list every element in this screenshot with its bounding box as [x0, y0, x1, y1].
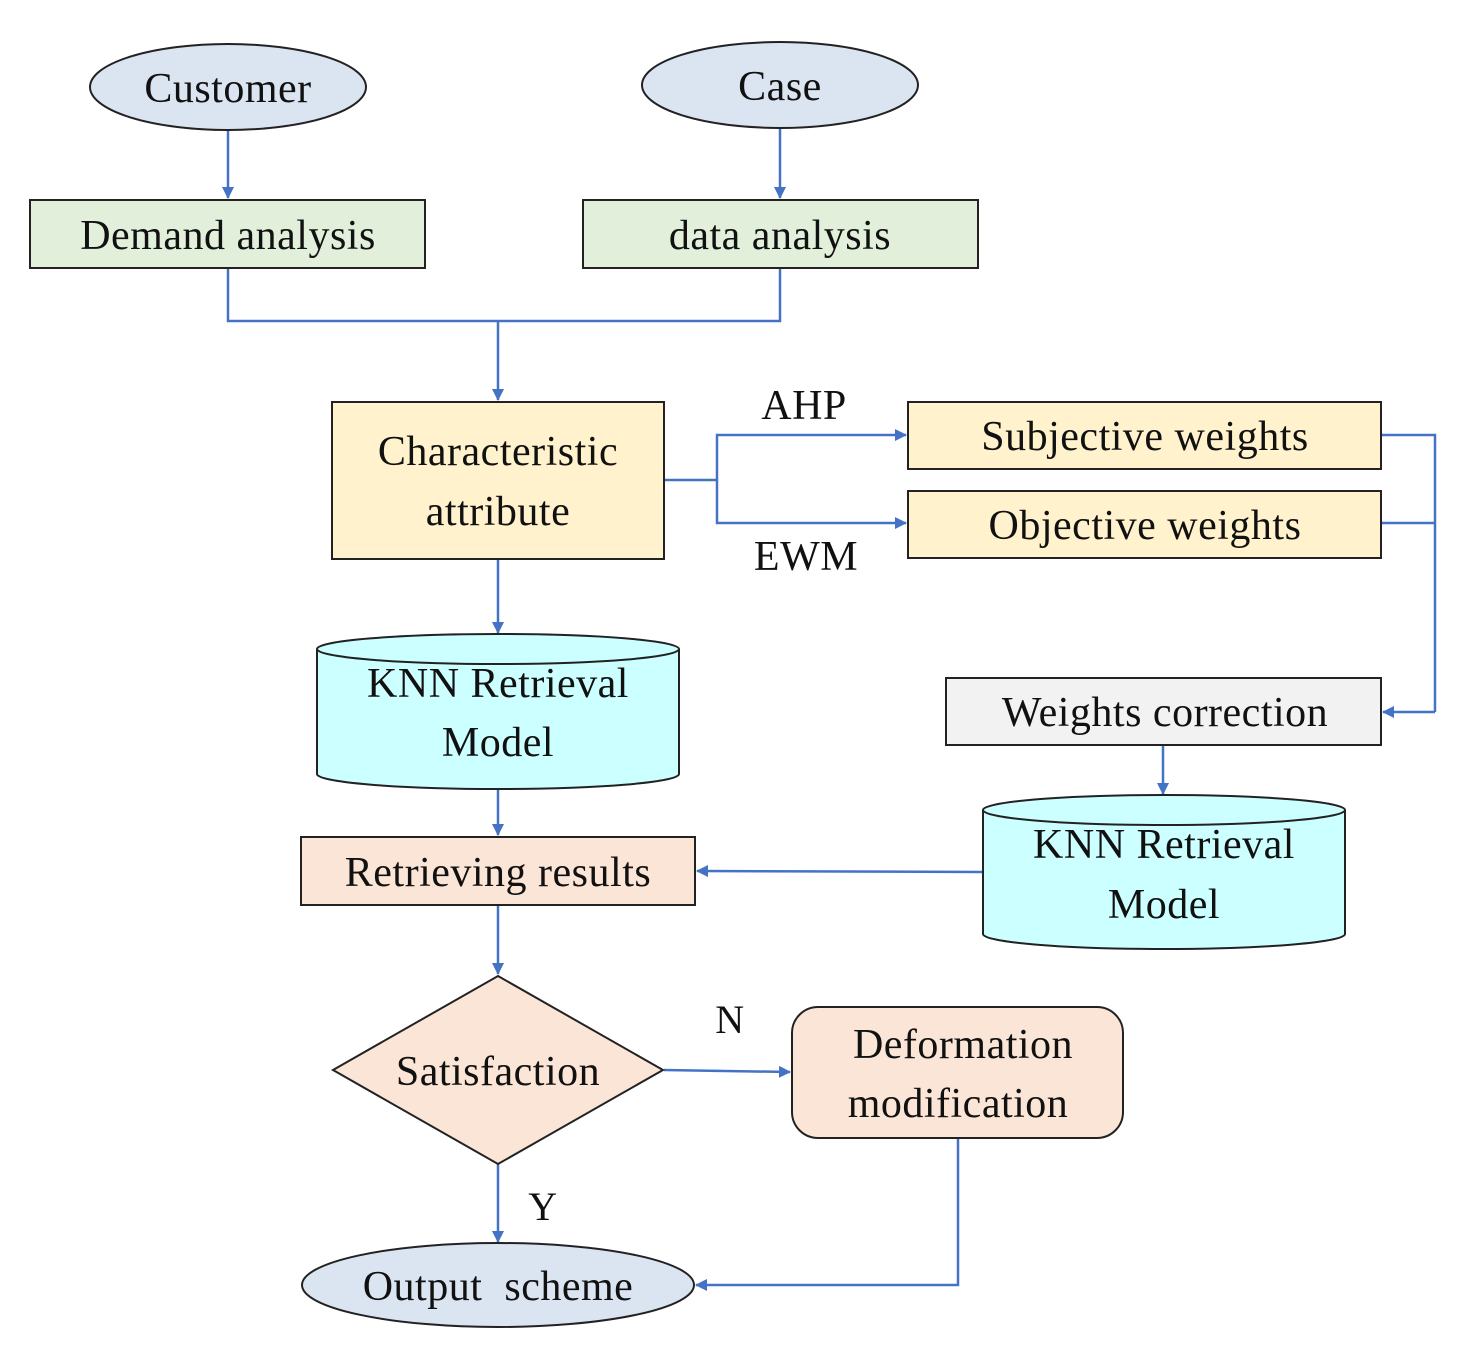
no-label: N — [715, 997, 744, 1042]
demand-analysis-label: Demand analysis — [80, 213, 376, 259]
retrieving-results-label: Retrieving results — [345, 850, 651, 896]
characteristic-attribute-line1: Characteristic — [378, 429, 618, 475]
characteristic-attribute-node: Characteristic attribute — [331, 401, 665, 560]
data-analysis-label: data analysis — [669, 213, 891, 259]
satisfaction-node: Satisfaction — [330, 974, 666, 1166]
characteristic-attribute-line2: attribute — [426, 489, 570, 535]
demand-analysis-node: Demand analysis — [29, 199, 426, 269]
case-node: Case — [641, 41, 919, 129]
deformation-modification-line1: Deformation — [853, 1022, 1073, 1068]
knn-model-right-line1: KNN Retrieval — [1033, 822, 1295, 868]
edge-subjective-to-right-bus — [1381, 433, 1437, 712]
output-scheme-node: Output scheme — [301, 1242, 695, 1328]
knn-model-left-line1: KNN Retrieval — [367, 661, 629, 707]
edge-split-to-subjective — [715, 429, 907, 480]
objective-weights-node: Objective weights — [907, 490, 1382, 559]
knn-model-left-line2: Model — [442, 720, 554, 766]
case-label: Case — [738, 64, 822, 110]
edge-split-to-objective — [715, 480, 907, 529]
retrieving-results-node: Retrieving results — [300, 836, 696, 906]
edge-satisfaction-to-deformation — [663, 1065, 791, 1078]
edge-demand-to-merge — [226, 268, 498, 323]
subjective-weights-label: Subjective weights — [981, 414, 1308, 460]
edge-data-to-merge — [498, 268, 782, 323]
weights-correction-node: Weights correction — [945, 677, 1382, 746]
knn-model-left-node: KNN Retrieval Model — [316, 633, 680, 790]
satisfaction-label: Satisfaction — [396, 1049, 600, 1095]
weights-correction-label: Weights correction — [1002, 690, 1328, 736]
edge-knn-right-to-retrieving — [696, 865, 984, 878]
deformation-modification-node: Deformation modification — [791, 1006, 1124, 1139]
edge-deformation-to-output — [695, 1138, 960, 1291]
output-scheme-label: Output scheme — [363, 1264, 634, 1310]
knn-model-right-line2: Model — [1108, 882, 1220, 928]
ahp-label: AHP — [761, 383, 847, 429]
ewm-label: EWM — [754, 534, 858, 580]
customer-node: Customer — [89, 43, 367, 131]
deformation-modification-line2: modification — [848, 1081, 1069, 1127]
data-analysis-node: data analysis — [582, 199, 979, 269]
customer-label: Customer — [144, 66, 311, 112]
objective-weights-label: Objective weights — [989, 503, 1302, 549]
yes-label: Y — [528, 1184, 557, 1229]
subjective-weights-node: Subjective weights — [907, 401, 1382, 470]
knn-model-right-node: KNN Retrieval Model — [982, 794, 1346, 950]
edges — [222, 128, 1437, 1291]
